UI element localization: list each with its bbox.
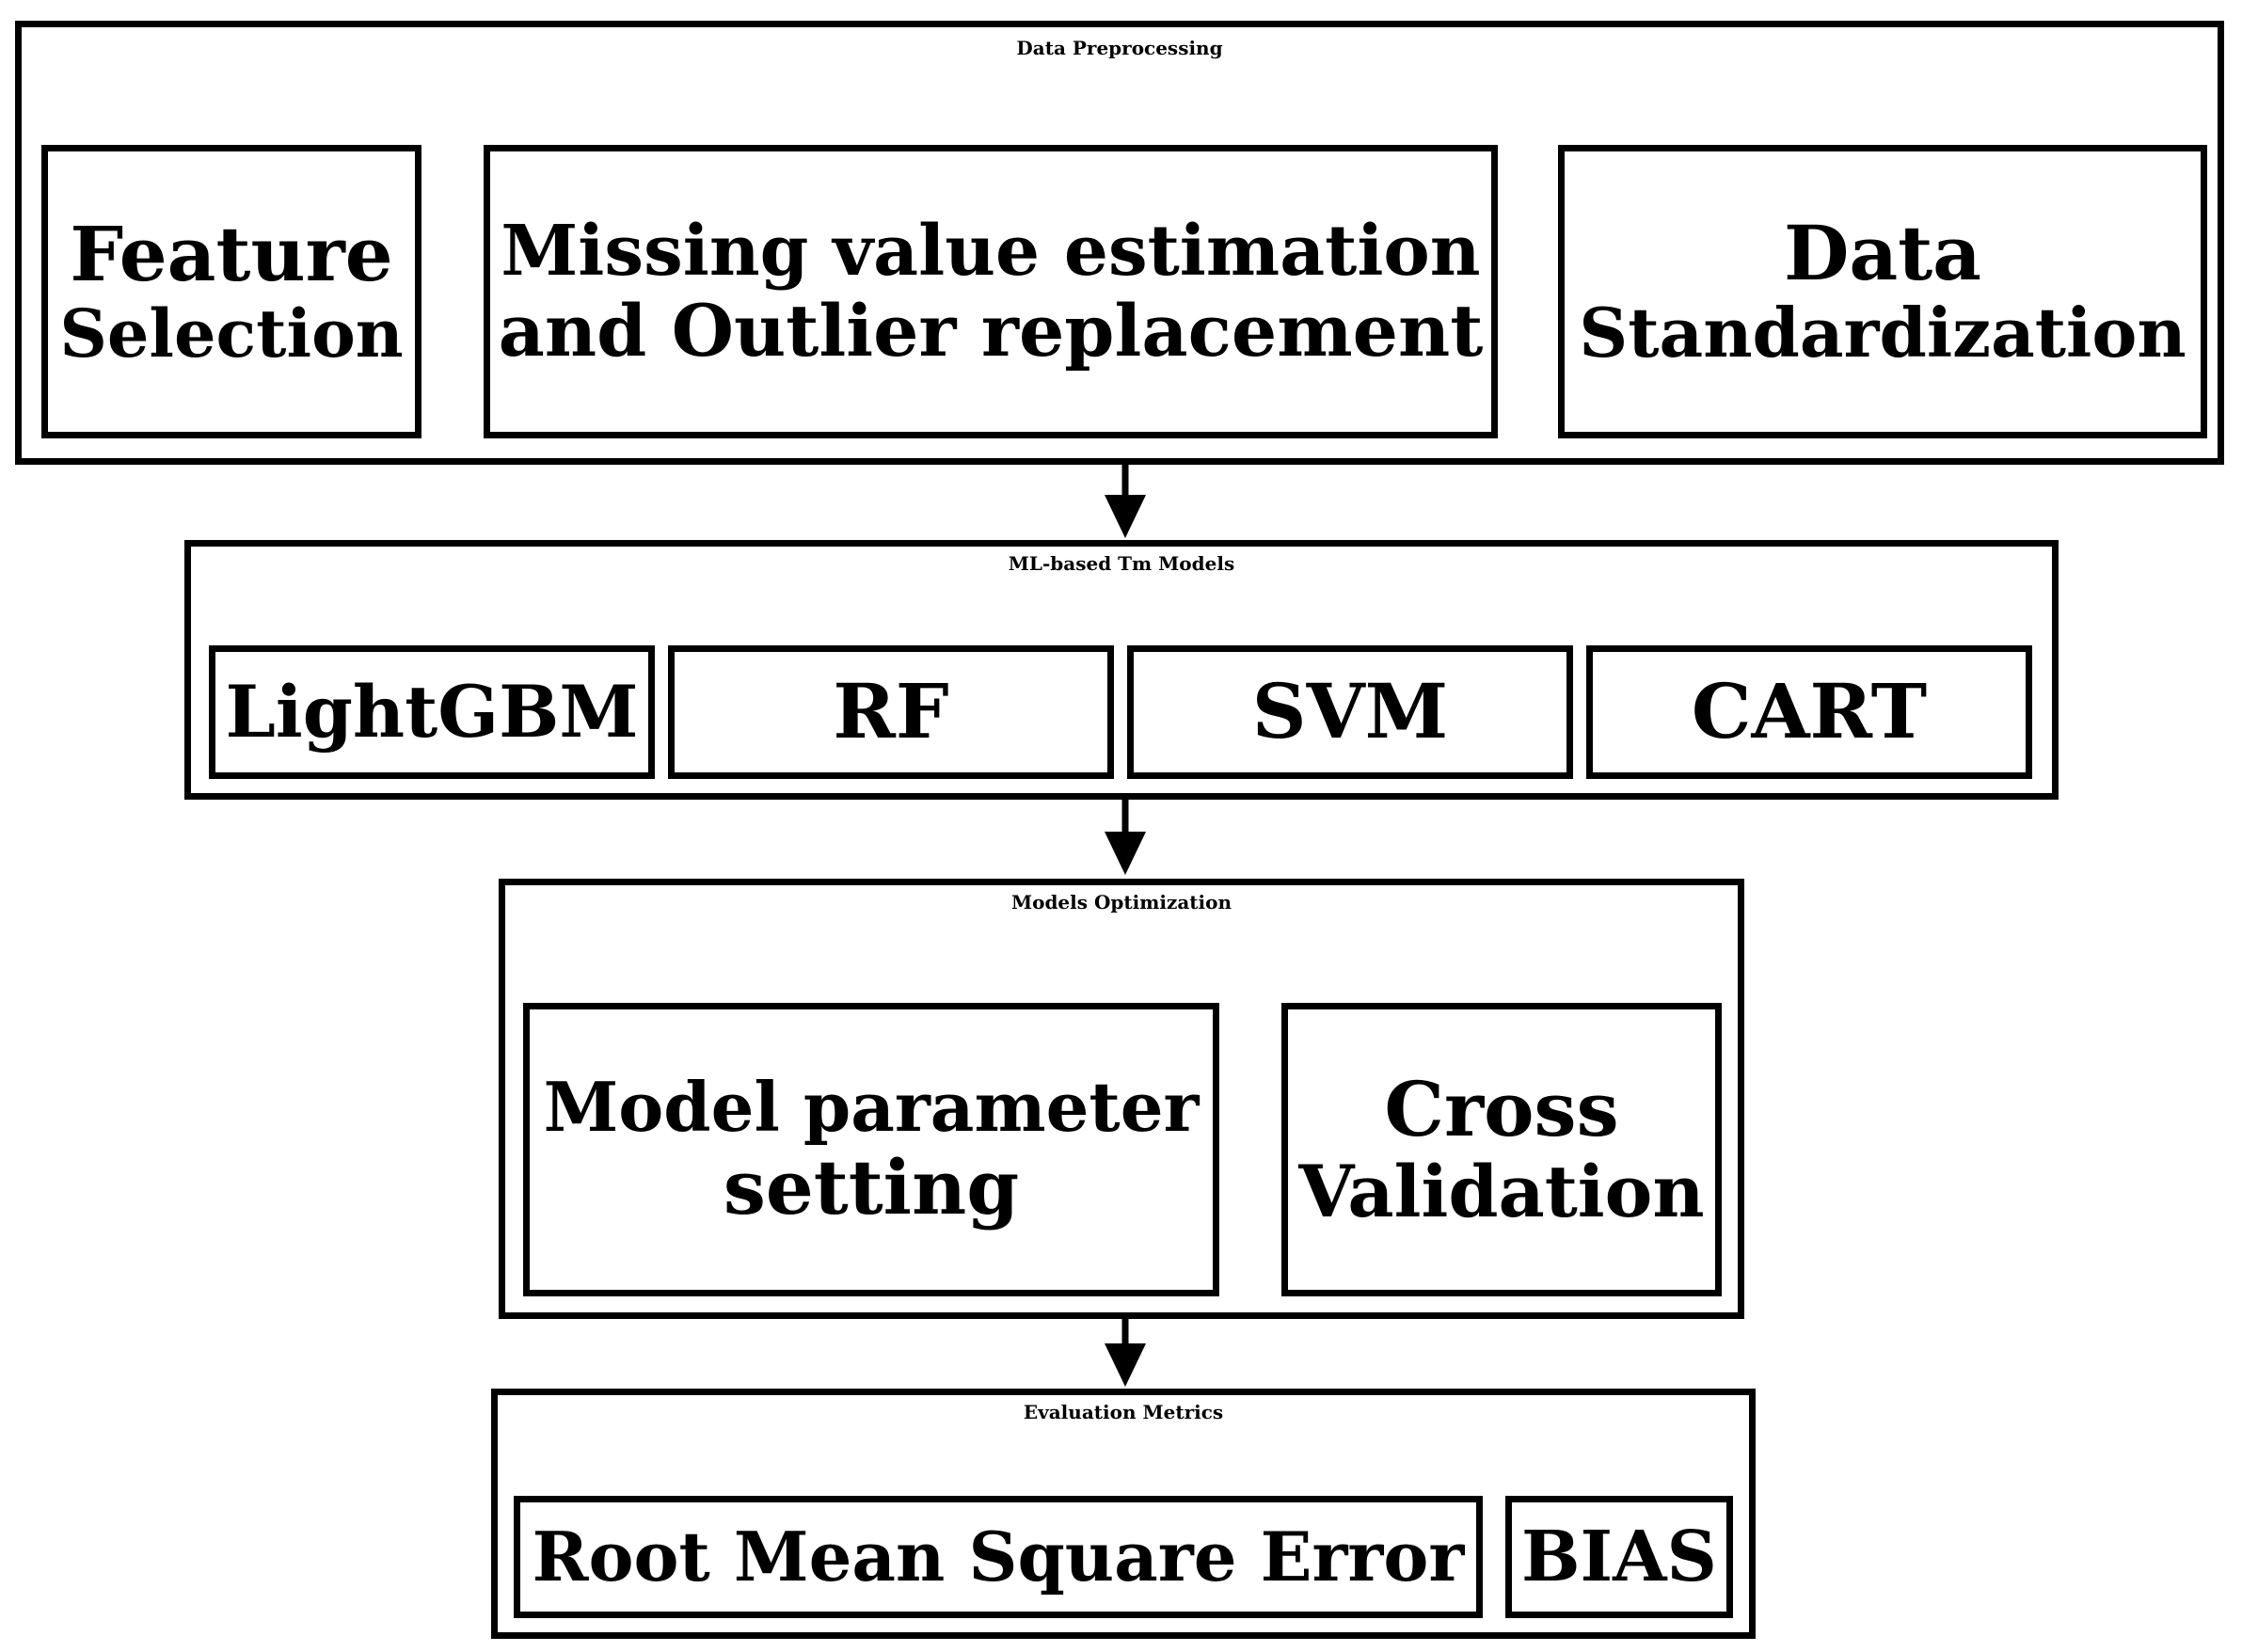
preprocessing-title: Data Preprocessing [1016,37,1223,59]
model-item-lightgbm: LightGBM [209,645,655,779]
parameter-setting-box: Model parameter setting [523,1003,1219,1296]
model-item-label: CART [1691,667,1928,756]
missing-value-box: Missing value estimation and Outlier rep… [484,145,1498,438]
model-item-label: RF [833,667,949,756]
model-item-label: LightGBM [225,670,639,755]
arrow-optimization-to-evaluation [1105,1317,1146,1387]
feature-selection-line-1: Feature [70,210,393,298]
model-item-svm: SVM [1127,645,1573,779]
optimization-title: Models Optimization [1010,891,1232,913]
arrow-preprocessing-to-models [1105,463,1146,538]
evaluation-title: Evaluation Metrics [1023,1401,1224,1423]
models-title: ML-based Tm Models [1008,552,1235,575]
arrow-models-to-optimization [1105,798,1146,875]
parameter-setting-line-2: setting [723,1142,1020,1231]
standardization-line-2: Standardization [1579,293,2186,373]
cross-validation-line-1: Cross [1384,1064,1619,1153]
cross-validation-line-2: Validation [1298,1150,1705,1234]
cross-validation-box: Cross Validation [1281,1003,1722,1296]
metric-rmse: Root Mean Square Error [514,1496,1483,1618]
standardization-line-1: Data [1784,208,1981,297]
model-item-label: SVM [1251,667,1449,756]
missing-value-line-2: and Outlier replacement [498,288,1484,373]
metric-bias: BIAS [1505,1496,1733,1618]
model-item-rf: RF [668,645,1114,779]
metric-label: BIAS [1520,1516,1718,1597]
metric-label: Root Mean Square Error [532,1516,1465,1596]
missing-value-line-1: Missing value estimation [501,211,1481,292]
feature-selection-line-2: Selection [59,294,404,373]
standardization-box: Data Standardization [1558,145,2207,438]
model-item-cart: CART [1586,645,2032,779]
feature-selection-box: Feature Selection [41,145,421,438]
parameter-setting-line-1: Model parameter [543,1066,1200,1147]
